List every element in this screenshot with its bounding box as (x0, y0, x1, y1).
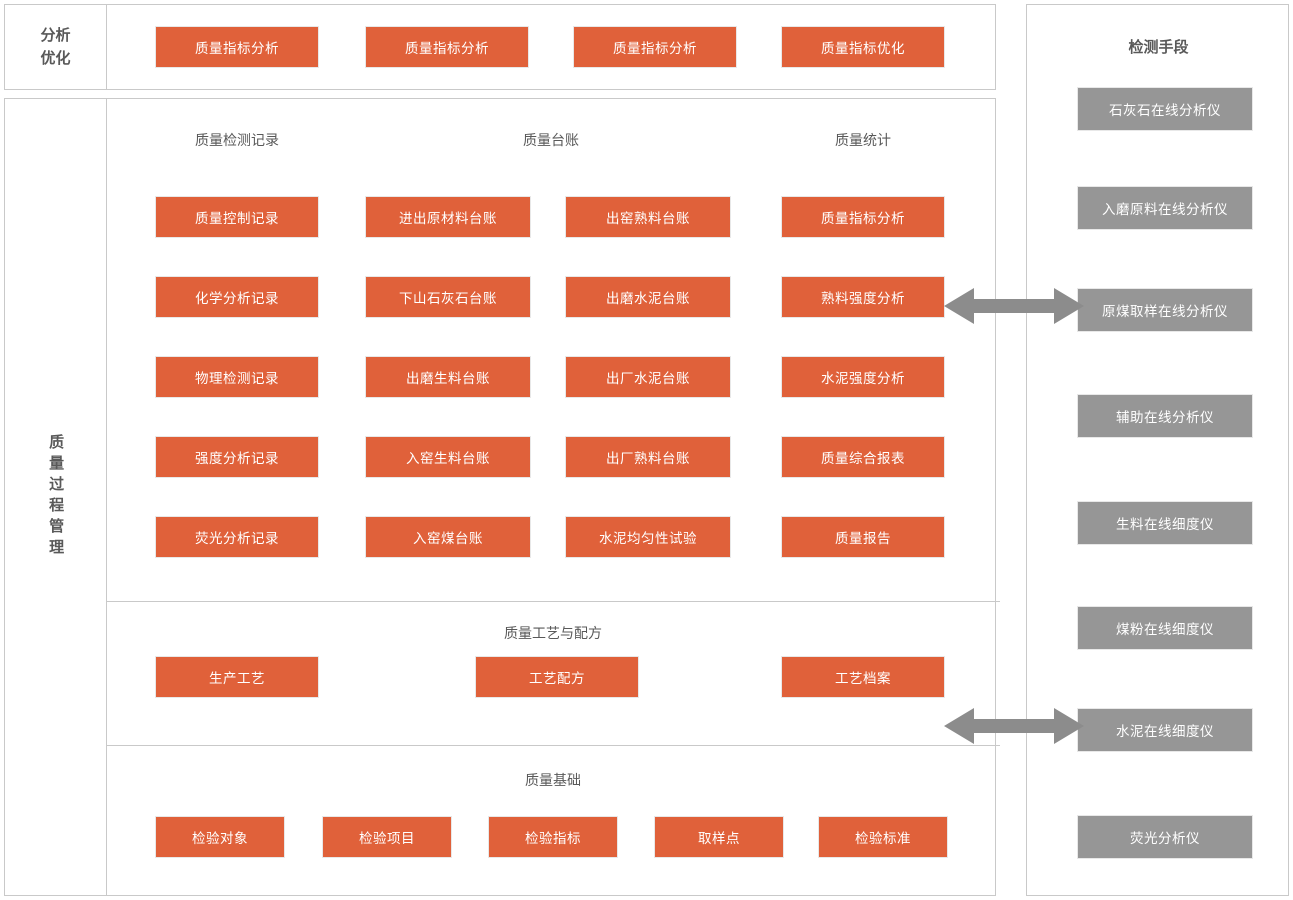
box-c1-r2[interactable]: 化学分析记录 (155, 276, 319, 318)
box-c1-r5[interactable]: 荧光分析记录 (155, 516, 319, 558)
box-c3-r4[interactable]: 出厂熟料台账 (565, 436, 731, 478)
box-c2-r1[interactable]: 进出原材料台账 (365, 196, 531, 238)
box-c3-r5[interactable]: 水泥均匀性试验 (565, 516, 731, 558)
box-c3-r3[interactable]: 出厂水泥台账 (565, 356, 731, 398)
box-craft-3[interactable]: 工艺档案 (781, 656, 945, 698)
box-c3-r2[interactable]: 出磨水泥台账 (565, 276, 731, 318)
label-process-text: 质量过程管理 (47, 434, 65, 560)
box-c4-r5[interactable]: 质量报告 (781, 516, 945, 558)
box-top-1[interactable]: 质量指标分析 (155, 26, 319, 68)
box-craft-1[interactable]: 生产工艺 (155, 656, 319, 698)
box-top-4[interactable]: 质量指标优化 (781, 26, 945, 68)
box-c2-r2[interactable]: 下山石灰石台账 (365, 276, 531, 318)
box-foundation-2[interactable]: 检验项目 (322, 816, 452, 858)
box-c1-r3[interactable]: 物理检测记录 (155, 356, 319, 398)
box-foundation-1[interactable]: 检验对象 (155, 816, 285, 858)
box-c1-r4[interactable]: 强度分析记录 (155, 436, 319, 478)
caption-quality-ledger: 质量台账 (523, 132, 579, 148)
label-analysis-optimization: 分析 优化 (5, 5, 106, 89)
caption-quality-statistics: 质量统计 (835, 132, 891, 148)
panel-top-divider (106, 5, 107, 89)
box-top-3[interactable]: 质量指标分析 (573, 26, 737, 68)
box-foundation-3[interactable]: 检验指标 (488, 816, 618, 858)
box-foundation-5[interactable]: 检验标准 (818, 816, 948, 858)
box-detection-6[interactable]: 煤粉在线细度仪 (1077, 606, 1253, 650)
box-c2-r5[interactable]: 入窑煤台账 (365, 516, 531, 558)
box-c1-r1[interactable]: 质量控制记录 (155, 196, 319, 238)
box-detection-1[interactable]: 石灰石在线分析仪 (1077, 87, 1253, 131)
box-c2-r4[interactable]: 入窑生料台账 (365, 436, 531, 478)
box-detection-4[interactable]: 辅助在线分析仪 (1077, 394, 1253, 438)
main-panel-divider-1 (106, 601, 1000, 602)
box-foundation-4[interactable]: 取样点 (654, 816, 784, 858)
main-panel-left-rule (106, 99, 107, 895)
main-panel-divider-2 (106, 745, 1000, 746)
box-c2-r3[interactable]: 出磨生料台账 (365, 356, 531, 398)
box-top-2[interactable]: 质量指标分析 (365, 26, 529, 68)
box-detection-5[interactable]: 生料在线细度仪 (1077, 501, 1253, 545)
box-c4-r1[interactable]: 质量指标分析 (781, 196, 945, 238)
box-c3-r1[interactable]: 出窑熟料台账 (565, 196, 731, 238)
box-c4-r3[interactable]: 水泥强度分析 (781, 356, 945, 398)
panel-quality-process-management: 质量过程管理 质量检测记录 质量台账 质量统计 质量控制记录 化学分析记录 物理… (4, 98, 1000, 896)
box-detection-8[interactable]: 荧光分析仪 (1077, 815, 1253, 859)
box-c4-r4[interactable]: 质量综合报表 (781, 436, 945, 478)
box-detection-2[interactable]: 入磨原料在线分析仪 (1077, 186, 1253, 230)
caption-quality-inspection-record: 质量检测记录 (195, 132, 279, 148)
box-detection-7[interactable]: 水泥在线细度仪 (1077, 708, 1253, 752)
panel-detection-means: 检测手段 石灰石在线分析仪 入磨原料在线分析仪 原煤取样在线分析仪 辅助在线分析… (1026, 4, 1289, 896)
arrow-bottom-double-headed (944, 703, 1084, 749)
box-c4-r2[interactable]: 熟料强度分析 (781, 276, 945, 318)
title-detection-means: 检测手段 (1128, 39, 1189, 56)
label-analysis-line1: 分析 (40, 26, 71, 44)
box-craft-2[interactable]: 工艺配方 (475, 656, 639, 698)
label-quality-process-management: 质量过程管理 (5, 99, 106, 895)
label-analysis-line2: 优化 (40, 50, 71, 67)
caption-quality-foundation: 质量基础 (525, 772, 581, 788)
caption-quality-craft-formula: 质量工艺与配方 (504, 625, 602, 641)
panel-analysis-optimization: 分析 优化 质量指标分析 质量指标分析 质量指标分析 质量指标优化 (4, 4, 996, 90)
box-detection-3[interactable]: 原煤取样在线分析仪 (1077, 288, 1253, 332)
arrow-top-double-headed (944, 283, 1084, 329)
